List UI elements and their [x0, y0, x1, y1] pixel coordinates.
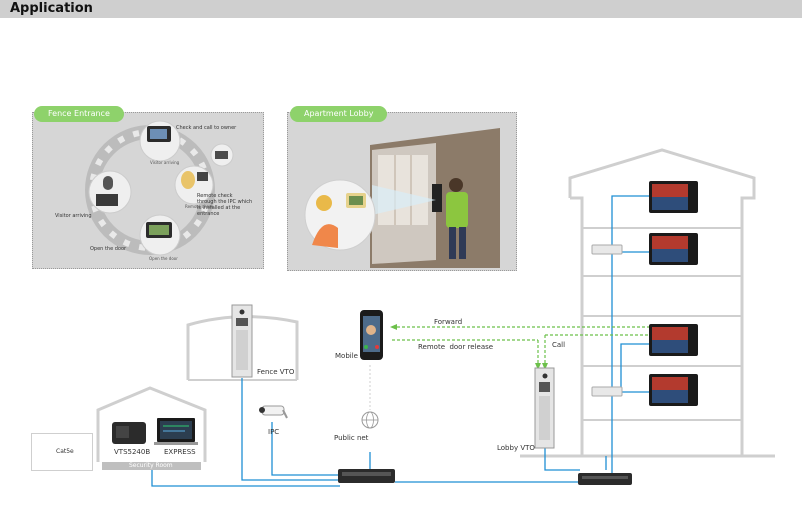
step-remote-check: Remote check through the IPC which is in… [197, 193, 253, 217]
forward-label: Forward [434, 318, 463, 326]
step-check-call: Check and call to owner [176, 125, 237, 131]
fence-vto-label: Fence VTO [257, 368, 295, 376]
ipc-label: IPC [268, 428, 280, 436]
page-title: Application [10, 1, 93, 16]
fence-entrance-tag: Fence Entrance [34, 106, 124, 122]
icon-caption-3: Open the door [149, 256, 178, 261]
step-open-door: Open the door [90, 246, 127, 252]
lobby-vto-label: Lobby VTO [497, 444, 535, 452]
remote-door-release-label: Remote door release [418, 343, 494, 351]
legend-box: Cat5e [31, 433, 93, 471]
express-label: EXPRESS [164, 448, 196, 456]
vts-label: VTS5240B [114, 448, 151, 456]
icon-caption-2: Remote check [185, 204, 214, 209]
security-room-label: Security Room [129, 462, 173, 469]
legend-cat5e-label: Cat5e [56, 448, 74, 455]
public-net-label: Public net [334, 434, 369, 442]
step-visitor-arriving: Visitor arriving [55, 213, 92, 219]
icon-caption-1: Visitor arriving [150, 160, 180, 165]
header-bar: Application [0, 0, 802, 18]
apartment-lobby-tag: Apartment Lobby [290, 106, 388, 122]
call-label: Call [552, 341, 566, 349]
mobile-label: Mobile [335, 352, 358, 360]
